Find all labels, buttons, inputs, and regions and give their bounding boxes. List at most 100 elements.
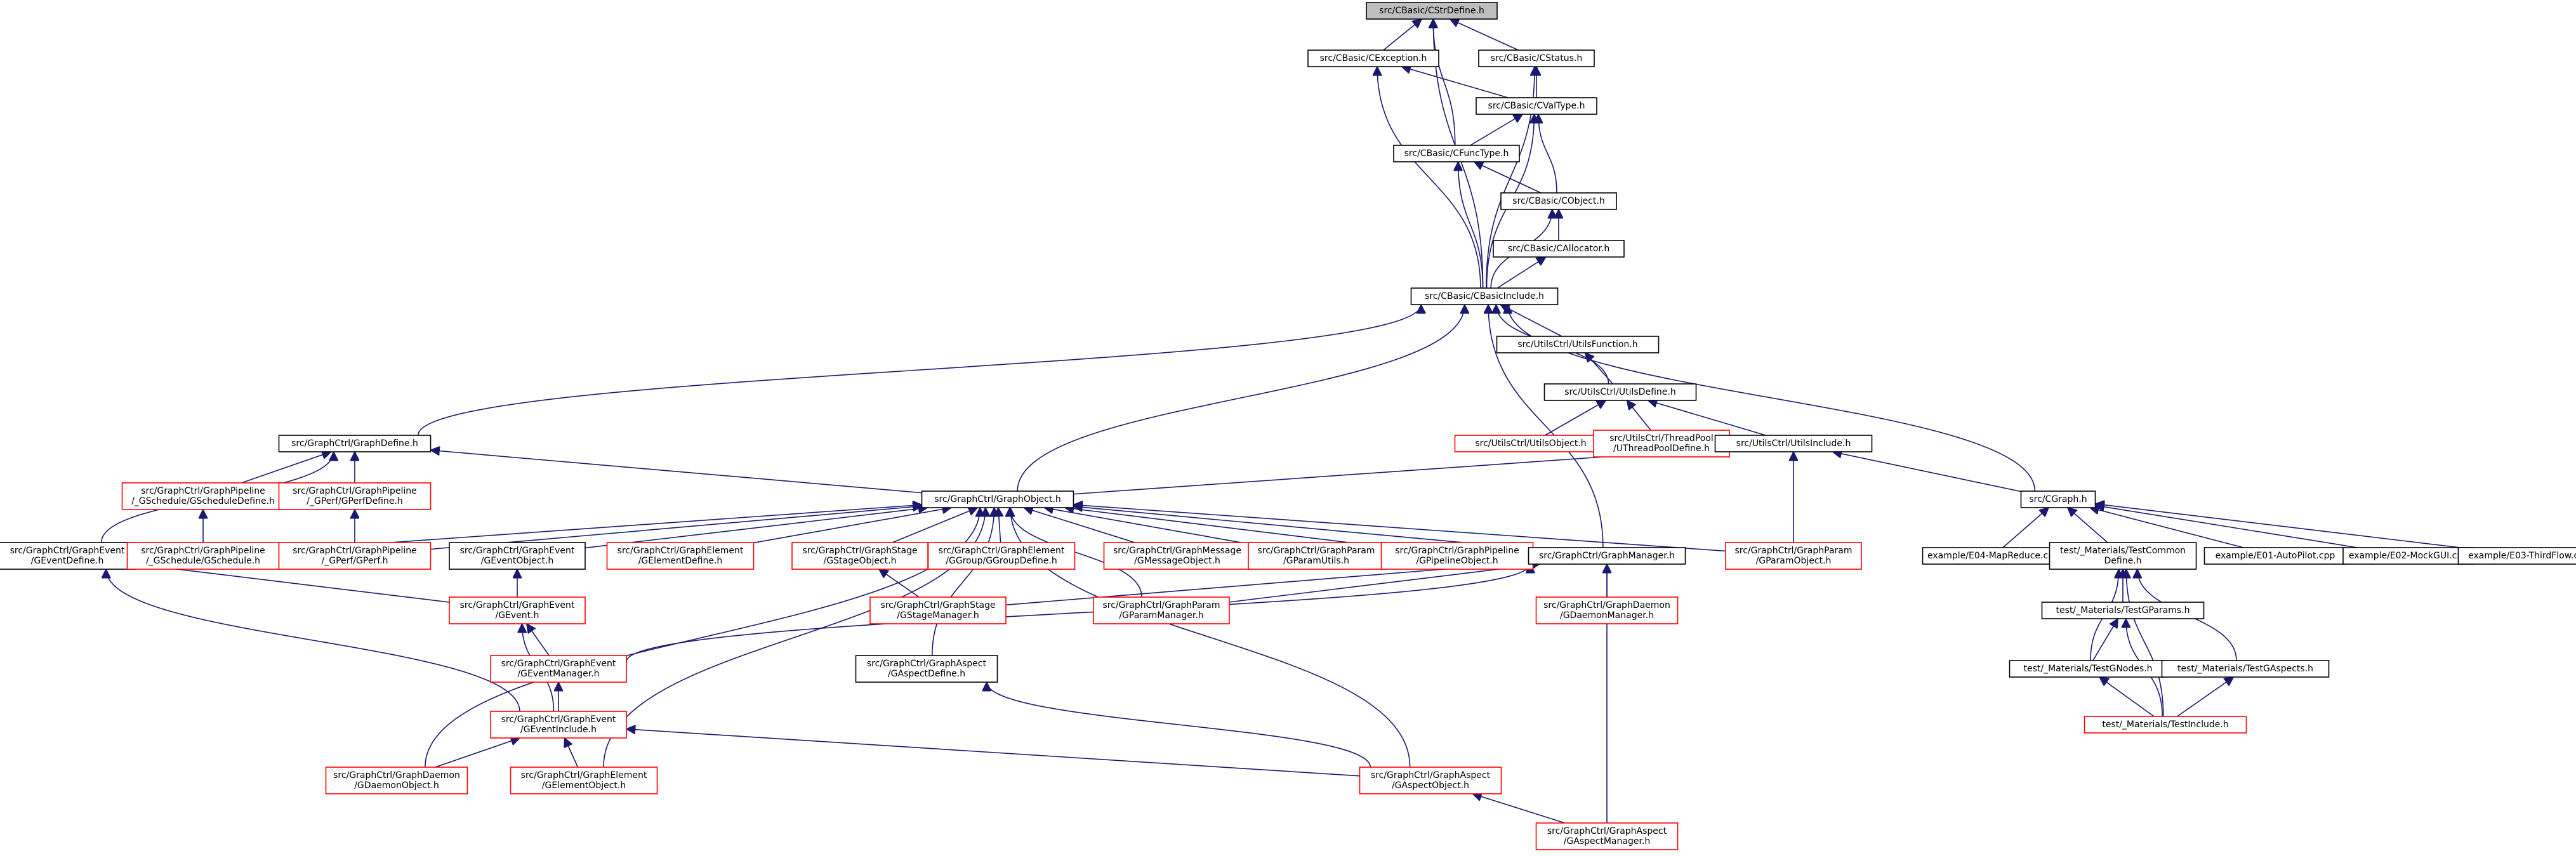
node-cstatus[interactable]: src/CBasic/CStatus.h: [1478, 49, 1595, 67]
node-gparamutils[interactable]: src/GraphCtrl/GraphParam/GParamUtils.h: [1248, 542, 1385, 570]
node-label-geventmanager: src/GraphCtrl/GraphEvent: [501, 659, 616, 669]
edge-cbasicinclude-to-graphmanager: [1488, 305, 1604, 548]
node-gevent[interactable]: src/GraphCtrl/GraphEvent/GEvent.h: [449, 596, 586, 624]
edge-graphobject-to-gstageobject: [892, 508, 977, 543]
node-label-gparamobject: src/GraphCtrl/GraphParam: [1734, 546, 1852, 556]
node-label-geventdefine: /GEventDefine.h: [31, 556, 104, 566]
node-box-testgnodes: [2009, 660, 2167, 678]
node-label-geventobject: src/GraphCtrl/GraphEvent: [460, 546, 575, 556]
edge-cbasicinclude-to-graphobject: [1017, 305, 1465, 492]
edge-graphobject-to-graphmanager: [1074, 506, 1529, 550]
node-threadpooldefine[interactable]: src/UtilsCtrl/ThreadPool/UThreadPoolDefi…: [1593, 430, 1730, 458]
node-geventobject[interactable]: src/GraphCtrl/GraphEvent/GEventObject.h: [449, 542, 586, 570]
node-label-e01: example/E01-AutoPilot.cpp: [2216, 551, 2335, 561]
node-utilsdefine[interactable]: src/UtilsCtrl/UtilsDefine.h: [1543, 383, 1697, 401]
node-gstageobject[interactable]: src/GraphCtrl/GraphStage/GStageObject.h: [791, 542, 928, 570]
node-cexception[interactable]: src/CBasic/CException.h: [1307, 49, 1439, 67]
node-e04[interactable]: example/E04-MapReduce.cpp: [1922, 547, 2065, 565]
node-label-cbasicinclude: src/CBasic/CBasicInclude.h: [1425, 291, 1544, 301]
node-box-graphmanager: [1528, 547, 1686, 565]
node-box-gperfdefine: [278, 482, 432, 510]
node-testgaspects[interactable]: test/_Materials/TestGAspects.h: [2161, 660, 2330, 678]
node-gdaemonmanager[interactable]: src/GraphCtrl/GraphDaemon/GDaemonManager…: [1535, 596, 1679, 624]
edge-geventinclude-to-gaspectobject: [626, 729, 1360, 777]
node-label-gdaemonobject: /GDaemonObject.h: [354, 780, 439, 791]
edge-gaspectdefine-to-gaspectobject: [987, 682, 1371, 768]
node-gaspectobject[interactable]: src/GraphCtrl/GraphAspect/GAspectObject.…: [1359, 767, 1502, 794]
node-box-testgparams: [2041, 602, 2205, 619]
node-cbasicinclude[interactable]: src/CBasic/CBasicInclude.h: [1410, 287, 1559, 305]
edge-cbasicinclude-to-graphdefine: [417, 305, 1422, 436]
node-box-utilsfunction: [1496, 336, 1660, 353]
node-testinclude[interactable]: test/_Materials/TestInclude.h: [2084, 716, 2247, 734]
node-cgraph[interactable]: src/CGraph.h: [2020, 491, 2096, 508]
node-cvaltype[interactable]: src/CBasic/CValType.h: [1476, 97, 1597, 115]
node-gpipelineobject[interactable]: src/GraphCtrl/GraphPipeline/GPipelineObj…: [1380, 542, 1534, 570]
node-geventdefine[interactable]: src/GraphCtrl/GraphEvent/GEventDefine.h: [0, 542, 136, 570]
node-label-ggroupdefine: /GGroup/GGroupDefine.h: [946, 556, 1057, 566]
node-label-gstagemanager: /GStageManager.h: [897, 610, 979, 621]
node-cobject[interactable]: src/CBasic/CObject.h: [1500, 192, 1617, 210]
node-box-gparammanager: [1093, 596, 1230, 624]
node-label-gperfdefine: src/GraphCtrl/GraphPipeline: [293, 486, 416, 496]
node-label-testgaspects: test/_Materials/TestGAspects.h: [2177, 664, 2313, 674]
node-gstagemanager[interactable]: src/GraphCtrl/GraphStage/GStageManager.h: [869, 596, 1007, 624]
node-gparammanager[interactable]: src/GraphCtrl/GraphParam/GParamManager.h: [1093, 596, 1230, 624]
node-box-threadpooldefine: [1593, 430, 1730, 458]
node-e02[interactable]: example/E02-MockGUI.cpp: [2342, 547, 2474, 565]
node-testgparams[interactable]: test/_Materials/TestGParams.h: [2041, 602, 2205, 619]
node-box-graphobject: [921, 491, 1074, 508]
node-gmessageobject[interactable]: src/GraphCtrl/GraphMessage/GMessageObjec…: [1103, 542, 1252, 570]
edge-graphmanager-to-geventmanager: [626, 564, 1530, 662]
node-box-gaspectdefine: [855, 655, 998, 683]
node-graphdefine[interactable]: src/GraphCtrl/GraphDefine.h: [278, 435, 432, 452]
node-callocator[interactable]: src/CBasic/CAllocator.h: [1493, 240, 1625, 258]
node-gschedule[interactable]: src/GraphCtrl/GraphPipeline/_GSchedule/G…: [126, 542, 280, 570]
node-box-e02: [2342, 547, 2474, 565]
node-box-utilsinclude: [1714, 435, 1873, 452]
node-label-gperf: /_GPerf/GPerf.h: [322, 556, 388, 566]
node-gelementdefine[interactable]: src/GraphCtrl/GraphElement/GElementDefin…: [606, 542, 755, 570]
node-utilsobject[interactable]: src/UtilsCtrl/UtilsObject.h: [1454, 435, 1608, 452]
node-box-graphdefine: [278, 435, 432, 452]
edge-cvaltype-to-cfunctype: [1470, 114, 1522, 146]
node-label-cstatus: src/CBasic/CStatus.h: [1491, 53, 1582, 63]
node-label-utilsdefine: src/UtilsCtrl/UtilsDefine.h: [1564, 387, 1675, 397]
node-geventinclude[interactable]: src/GraphCtrl/GraphEvent/GEventInclude.h: [490, 711, 627, 739]
node-gdaemonobject[interactable]: src/GraphCtrl/GraphDaemon/GDaemonObject.…: [325, 767, 468, 794]
node-gperfdefine[interactable]: src/GraphCtrl/GraphPipeline/_GPerf/GPerf…: [278, 482, 432, 510]
node-gelementobject[interactable]: src/GraphCtrl/GraphElement/GElementObjec…: [510, 767, 658, 794]
node-label-testinclude: test/_Materials/TestInclude.h: [2102, 720, 2228, 730]
node-gscheduledefine[interactable]: src/GraphCtrl/GraphPipeline/_GSchedule/G…: [121, 482, 285, 510]
node-label-gaspectobject: src/GraphCtrl/GraphAspect: [1371, 770, 1491, 780]
node-gaspectdefine[interactable]: src/GraphCtrl/GraphAspect/GAspectDefine.…: [855, 655, 998, 683]
node-label-e03: example/E03-ThirdFlow.cpp: [2468, 551, 2576, 561]
node-utilsfunction[interactable]: src/UtilsCtrl/UtilsFunction.h: [1496, 336, 1660, 353]
edge-cgraph-to-e03: [2096, 504, 2460, 548]
edge-cstrdefine-to-cexception: [1383, 19, 1422, 51]
node-testgnodes[interactable]: test/_Materials/TestGNodes.h: [2009, 660, 2167, 678]
edge-graphobject-to-gparamobject: [1074, 504, 1726, 552]
node-box-gstagemanager: [869, 596, 1007, 624]
node-utilsinclude[interactable]: src/UtilsCtrl/UtilsInclude.h: [1714, 435, 1873, 452]
node-label-graphobject: src/GraphCtrl/GraphObject.h: [934, 494, 1061, 504]
node-label-gstagemanager: src/GraphCtrl/GraphStage: [880, 600, 995, 610]
node-cfunctype[interactable]: src/CBasic/CFuncType.h: [1393, 145, 1520, 162]
node-label-cfunctype: src/CBasic/CFuncType.h: [1404, 148, 1509, 159]
node-gperf[interactable]: src/GraphCtrl/GraphPipeline/_GPerf/GPerf…: [278, 542, 432, 570]
node-box-cexception: [1307, 49, 1439, 67]
node-gparamobject[interactable]: src/GraphCtrl/GraphParam/GParamObject.h: [1725, 542, 1862, 570]
node-gaspectmanager[interactable]: src/GraphCtrl/GraphAspect/GAspectManager…: [1535, 822, 1679, 850]
node-label-gevent: /GEvent.h: [496, 610, 539, 621]
node-cstrdefine[interactable]: src/CBasic/CStrDefine.h: [1366, 2, 1498, 20]
node-ggroupdefine[interactable]: src/GraphCtrl/GraphElement/GGroup/GGroup…: [927, 542, 1076, 570]
edge-cgraph-to-e04: [2002, 508, 2049, 548]
node-geventmanager[interactable]: src/GraphCtrl/GraphEvent/GEventManager.h: [490, 655, 627, 683]
node-box-testinclude: [2084, 716, 2247, 734]
edge-cexception-to-cbasicinclude: [1377, 67, 1481, 289]
node-e03[interactable]: example/E03-ThirdFlow.cpp: [2457, 547, 2576, 565]
node-graphobject[interactable]: src/GraphCtrl/GraphObject.h: [921, 491, 1074, 508]
node-e01[interactable]: example/E01-AutoPilot.cpp: [2203, 547, 2347, 565]
node-graphmanager[interactable]: src/GraphCtrl/GraphManager.h: [1528, 547, 1686, 565]
